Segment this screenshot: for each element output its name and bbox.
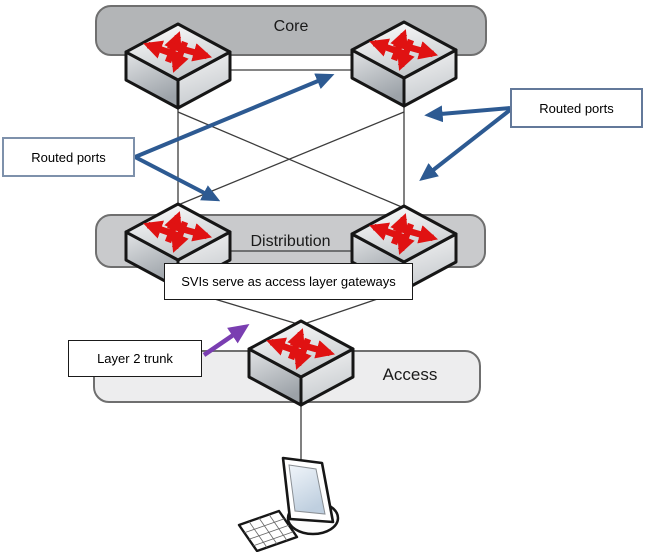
monitor-screen <box>288 464 326 515</box>
pc-icon <box>237 456 340 552</box>
routed-ports-callout-right: Routed ports <box>510 88 643 128</box>
routed-port-arrow-left-down <box>134 155 221 202</box>
routed-ports-label-left: Routed ports <box>31 149 106 165</box>
switch-icon-core-left <box>126 24 230 108</box>
svi-gateway-callout: SVIs serve as access layer gateways <box>164 263 413 300</box>
routed-ports-callout-left: Routed ports <box>2 137 135 177</box>
routed-port-arrow-right-down <box>419 108 512 181</box>
switch-icon-access <box>249 321 353 405</box>
keyboard <box>237 509 299 552</box>
link-core-left-dist-right <box>177 111 405 209</box>
layer2-trunk-callout: Layer 2 trunk <box>68 340 202 377</box>
routed-port-arrow-left-up <box>134 73 335 159</box>
svi-gateway-label: SVIs serve as access layer gateways <box>181 274 396 289</box>
layer2-trunk-arrow <box>202 323 250 357</box>
routed-port-arrow-right-up <box>424 105 511 123</box>
distribution-layer-label: Distribution <box>250 233 331 250</box>
routed-ports-label-right: Routed ports <box>539 100 614 116</box>
access-layer-label: Access <box>382 365 438 384</box>
layer2-trunk-label: Layer 2 trunk <box>97 351 173 366</box>
core-layer-label: Core <box>273 18 309 35</box>
